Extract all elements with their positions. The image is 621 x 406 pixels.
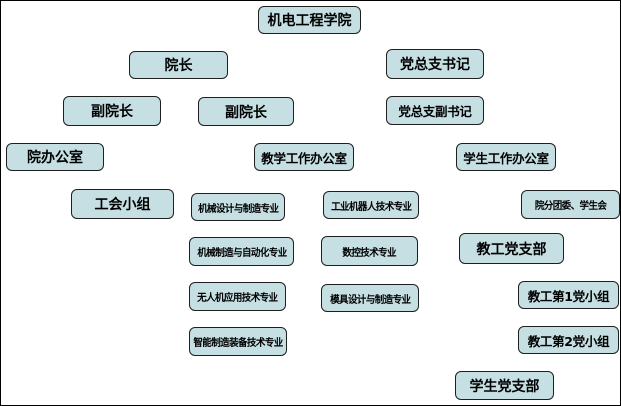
org-node-label: 教工第2党小组 <box>527 333 610 349</box>
org-node-label: 党总支副书记 <box>398 104 472 119</box>
org-node-label: 院办公室 <box>27 150 83 166</box>
org-node-label: 院分团委、学生会 <box>534 201 607 212</box>
org-node-vice-dean-2: 副院长 <box>198 97 294 126</box>
org-node-major-intelligent-mfg: 智能制造装备技术专业 <box>189 327 287 356</box>
org-node-party-secretary: 党总支书记 <box>386 49 484 79</box>
org-node-major-machine-auto: 机械制造与自动化专业 <box>189 237 294 266</box>
org-node-label: 教学工作办公室 <box>261 150 347 166</box>
org-node-label: 智能制造装备技术专业 <box>193 338 283 349</box>
org-node-label: 工会小组 <box>94 197 151 213</box>
org-node-label: 教工第1党小组 <box>527 288 610 304</box>
org-node-label: 机电工程学院 <box>267 13 352 29</box>
org-node-college: 机电工程学院 <box>258 6 361 34</box>
org-node-label: 模具设计与制造专业 <box>329 294 411 306</box>
org-node-label: 数控技术专业 <box>342 247 397 259</box>
org-node-label: 工业机器人技术专业 <box>330 201 412 213</box>
org-node-dean: 院长 <box>129 51 228 79</box>
org-node-student-party-branch: 学生党支部 <box>455 371 554 400</box>
org-node-label: 机械制造与自动化专业 <box>196 248 287 259</box>
org-node-label: 无人机应用技术专业 <box>197 293 278 304</box>
org-node-label: 副院长 <box>225 104 267 121</box>
org-node-union-group: 工会小组 <box>71 189 174 219</box>
org-node-student-office: 学生工作办公室 <box>456 143 556 171</box>
org-node-youth-league-student-union: 院分团委、学生会 <box>521 190 620 219</box>
org-node-major-machine-design: 机械设计与制造专业 <box>191 193 285 221</box>
org-node-vice-dean-1: 副院长 <box>63 96 161 126</box>
org-node-staff-party-group-1: 教工第1党小组 <box>518 281 619 309</box>
org-node-label: 学生工作办公室 <box>463 150 549 166</box>
org-node-party-deputy-secretary: 党总支副书记 <box>386 96 484 125</box>
org-node-label: 党总支书记 <box>400 57 470 73</box>
org-node-college-office: 院办公室 <box>6 143 104 171</box>
org-node-major-mold-design: 模具设计与制造专业 <box>321 284 419 312</box>
org-node-label: 机械设计与制造专业 <box>197 203 279 215</box>
org-node-label: 院长 <box>164 58 193 74</box>
org-node-label: 副院长 <box>91 104 133 120</box>
org-node-label: 教工党支部 <box>476 241 547 258</box>
org-node-major-industrial-robot: 工业机器人技术专业 <box>323 191 419 219</box>
org-node-major-cnc: 数控技术专业 <box>321 236 418 266</box>
org-node-label: 学生党支部 <box>469 378 540 395</box>
org-node-staff-party-group-2: 教工第2党小组 <box>518 326 619 354</box>
org-node-teaching-office: 教学工作办公室 <box>254 143 354 171</box>
org-node-major-uav: 无人机应用技术专业 <box>189 282 286 311</box>
org-node-staff-party-branch: 教工党支部 <box>459 233 564 264</box>
